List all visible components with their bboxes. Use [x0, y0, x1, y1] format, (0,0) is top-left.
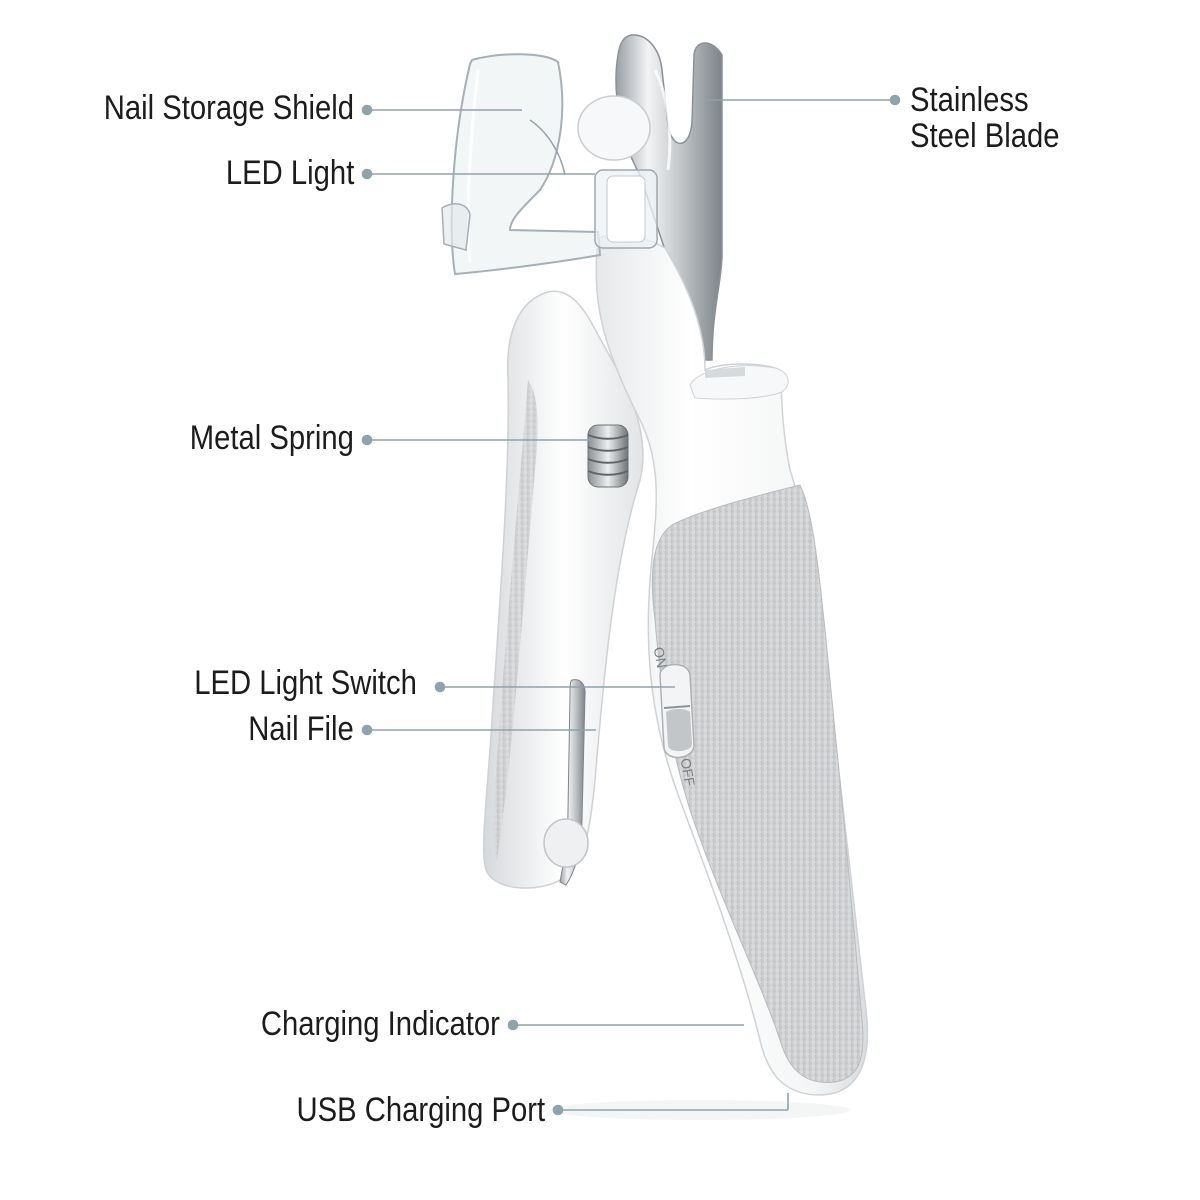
label-led-light-switch: LED Light Switch [194, 664, 417, 702]
label-nail-file: Nail File [248, 710, 354, 748]
nail-file [543, 679, 589, 886]
switch-off-label: OFF [678, 757, 699, 787]
nail-storage-shield [441, 53, 602, 276]
label-usb-charging-port: USB Charging Port [296, 1091, 545, 1129]
switch-on-label: ON [651, 646, 670, 669]
metal-spring [587, 424, 629, 488]
label-charging-indicator: Charging Indicator [261, 1005, 500, 1043]
led-light-switch[interactable] [659, 663, 695, 759]
callout-lines [361, 94, 901, 1116]
label-metal-spring: Metal Spring [189, 419, 354, 457]
label-led-light: LED Light [225, 154, 354, 192]
label-nail-storage-shield: Nail Storage Shield [103, 89, 354, 127]
label-stainless-line1: Stainless [910, 81, 1029, 119]
label-stainless-line2: Steel Blade [910, 117, 1060, 155]
back-handle [482, 290, 644, 889]
textured-grip [651, 484, 864, 1083]
label-stainless-steel-blade: Stainless Steel Blade [910, 82, 1060, 154]
led-light [577, 95, 658, 249]
